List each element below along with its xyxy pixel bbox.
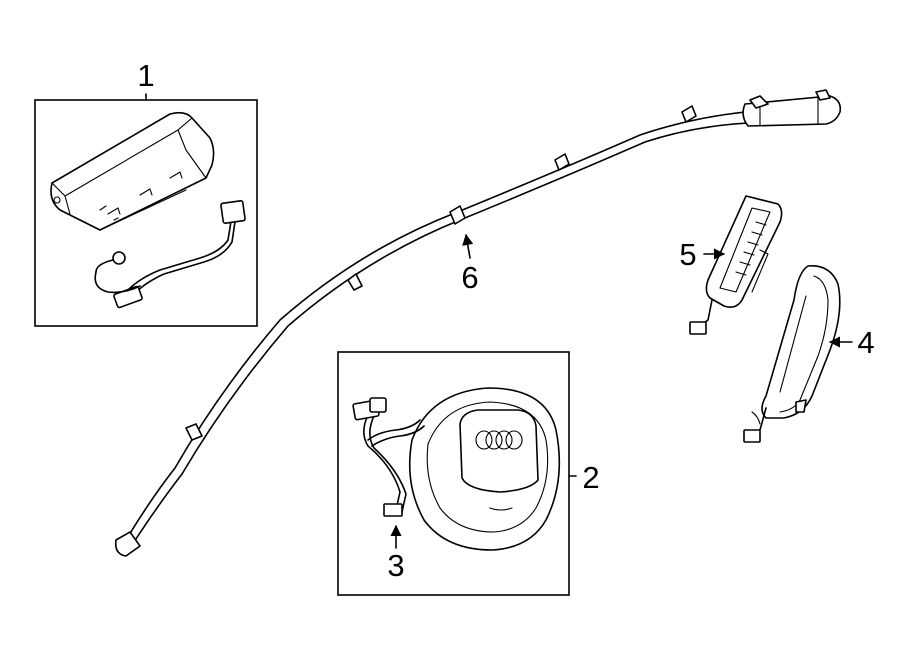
callout-6: 6 — [461, 260, 478, 295]
part-1-passenger-airbag: 1 — [34, 58, 258, 327]
part-6-curtain-airbag: 6 — [114, 89, 842, 557]
part-2-frame — [337, 351, 570, 596]
callout-5: 5 — [679, 237, 696, 272]
part-2-driver-airbag: 3 2 — [337, 351, 600, 596]
callout-2: 2 — [582, 460, 599, 495]
part-5-side-airbag: 5 — [679, 195, 783, 335]
callout-4: 4 — [857, 325, 874, 360]
callout-1: 1 — [137, 58, 154, 93]
part-4-seat-airbag: 4 — [743, 265, 875, 443]
callout-3: 3 — [387, 548, 404, 583]
